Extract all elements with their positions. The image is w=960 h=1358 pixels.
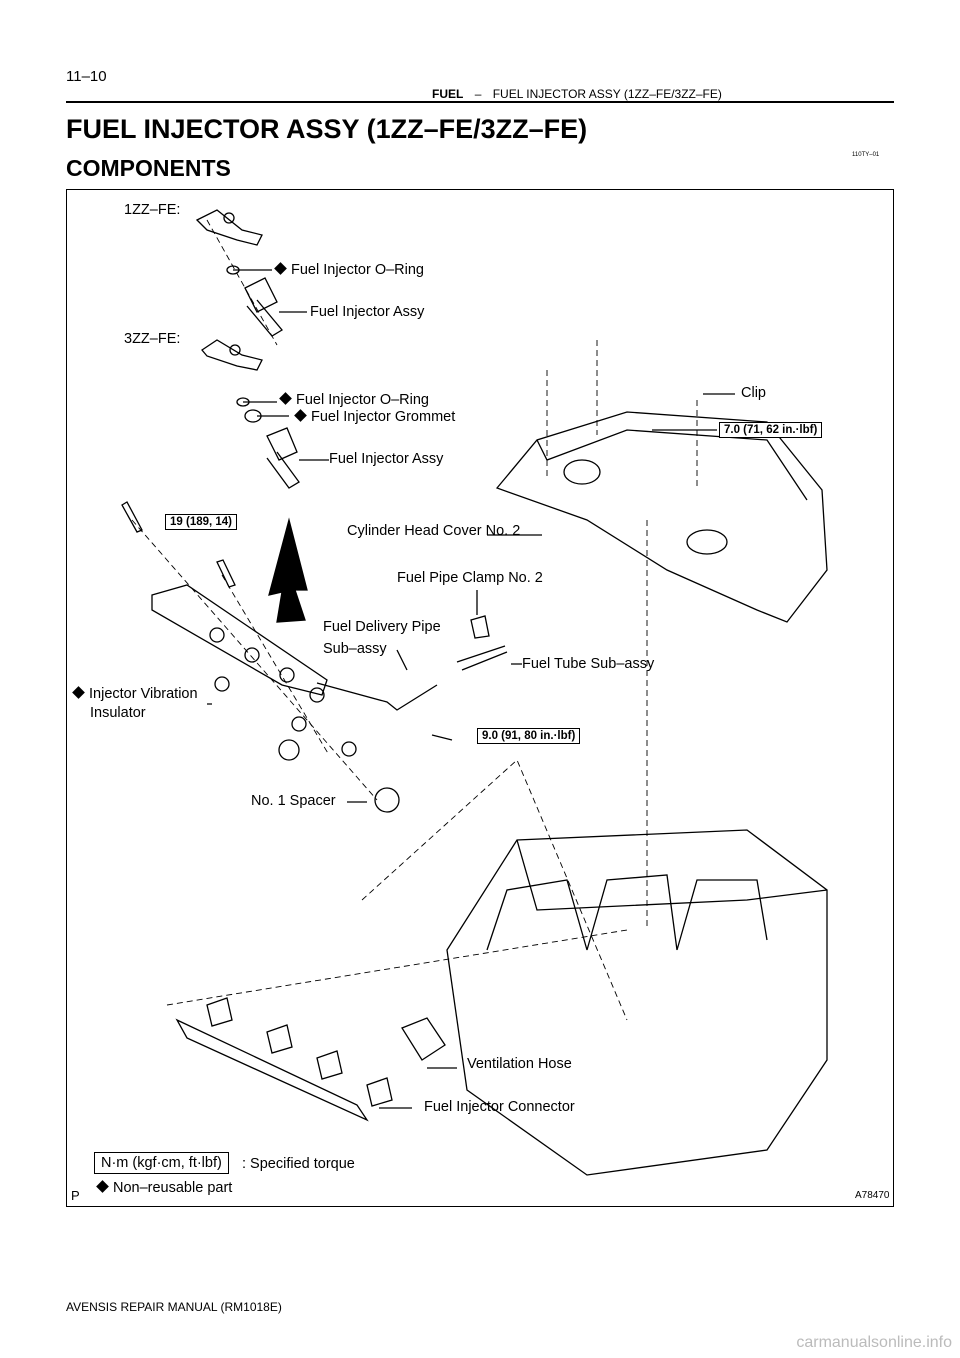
- engine-block: [446, 829, 828, 1176]
- figure-code: A78470: [855, 1190, 890, 1201]
- label-grommet: Fuel Injector Grommet: [294, 409, 456, 425]
- label-cylinder-head-cover: Cylinder Head Cover No. 2: [347, 523, 521, 539]
- injector-3zz: [266, 427, 300, 489]
- cylinder-head-cover: [495, 411, 828, 623]
- label-pipe-clamp: Fuel Pipe Clamp No. 2: [397, 570, 543, 586]
- non-reusable-icon: [72, 686, 85, 699]
- running-header: FUEL – FUEL INJECTOR ASSY (1ZZ–FE/3ZZ–FE…: [432, 87, 722, 101]
- legend-non-reusable: Non–reusable part: [96, 1180, 233, 1196]
- bolt-delivery-1: [121, 501, 143, 533]
- delivery-pipe-stub-1zz: [195, 209, 263, 246]
- delivery-pipe-stub-3zz: [201, 339, 263, 371]
- no1-spacer: [374, 787, 400, 813]
- non-reusable-icon: [294, 409, 307, 422]
- legend-torque-text: : Specified torque: [242, 1156, 355, 1172]
- label-o-ring-1: Fuel Injector O–Ring: [274, 262, 424, 278]
- label-injector-assy-1: Fuel Injector Assy: [310, 304, 425, 320]
- label-ventilation-hose: Ventilation Hose: [467, 1056, 572, 1072]
- vibration-insulator: [214, 676, 230, 692]
- torque-delivery-pipe: 19 (189, 14): [165, 514, 238, 530]
- torque-cover: 7.0 (71, 62 in.·lbf): [719, 422, 823, 438]
- document-code: 110TY–01: [852, 152, 880, 158]
- header-section: FUEL: [432, 87, 464, 101]
- label-vibration-insulator-text: Injector Vibration: [89, 686, 198, 702]
- page-title: FUEL INJECTOR ASSY (1ZZ–FE/3ZZ–FE): [66, 114, 588, 144]
- ventilation-hose: [401, 1017, 446, 1061]
- injector-connector-harness: [175, 1018, 369, 1122]
- bolt-delivery-2: [216, 559, 236, 588]
- spacer-small: [278, 739, 300, 761]
- label-fuel-tube: Fuel Tube Sub–assy: [522, 656, 655, 672]
- legend-torque-units: N·m (kgf·cm, ft·lbf): [94, 1152, 229, 1174]
- fuel-tube: [456, 645, 508, 671]
- page-number: 11–10: [66, 68, 107, 85]
- label-vibration-insulator-2: Insulator: [90, 705, 146, 721]
- label-1zz-fe: 1ZZ–FE:: [124, 202, 181, 218]
- non-reusable-icon: [279, 392, 292, 405]
- injector-1zz: [244, 277, 283, 337]
- bolt-clamp: [431, 734, 453, 741]
- label-vibration-insulator-1: Injector Vibration: [72, 686, 198, 702]
- label-grommet-text: Fuel Injector Grommet: [311, 409, 456, 425]
- fuel-delivery-pipe: [151, 584, 328, 696]
- figure-corner-letter: P: [71, 1188, 80, 1203]
- non-reusable-icon: [96, 1180, 109, 1193]
- label-delivery-pipe-2: Sub–assy: [323, 641, 387, 657]
- header-rule: [66, 101, 894, 103]
- watermark: carmanualsonline.info: [796, 1334, 952, 1351]
- header-subsection: FUEL INJECTOR ASSY (1ZZ–FE/3ZZ–FE): [492, 87, 722, 101]
- label-injector-assy-2: Fuel Injector Assy: [329, 451, 444, 467]
- direction-arrow: [268, 517, 308, 623]
- non-reusable-icon: [274, 262, 287, 275]
- components-figure: 1ZZ–FE: Fuel Injector O–Ring Fuel Inject…: [66, 189, 894, 1207]
- header-dash: –: [474, 87, 482, 101]
- label-3zz-fe: 3ZZ–FE:: [124, 331, 181, 347]
- torque-clamp: 9.0 (91, 80 in.·lbf): [477, 728, 581, 744]
- label-injector-connector: Fuel Injector Connector: [424, 1099, 575, 1115]
- legend-non-reusable-text: Non–reusable part: [113, 1180, 233, 1196]
- label-o-ring-2-text: Fuel Injector O–Ring: [296, 392, 429, 408]
- label-delivery-pipe-1: Fuel Delivery Pipe: [323, 619, 441, 635]
- label-clip: Clip: [741, 385, 766, 401]
- footer: AVENSIS REPAIR MANUAL (RM1018E): [66, 1300, 282, 1314]
- label-o-ring-1-text: Fuel Injector O–Ring: [291, 262, 424, 278]
- label-o-ring-2: Fuel Injector O–Ring: [279, 392, 429, 408]
- section-title: COMPONENTS: [66, 155, 231, 181]
- exploded-diagram: [121, 209, 828, 1176]
- label-spacer: No. 1 Spacer: [251, 793, 336, 809]
- fuel-pipe-clamp: [470, 615, 490, 639]
